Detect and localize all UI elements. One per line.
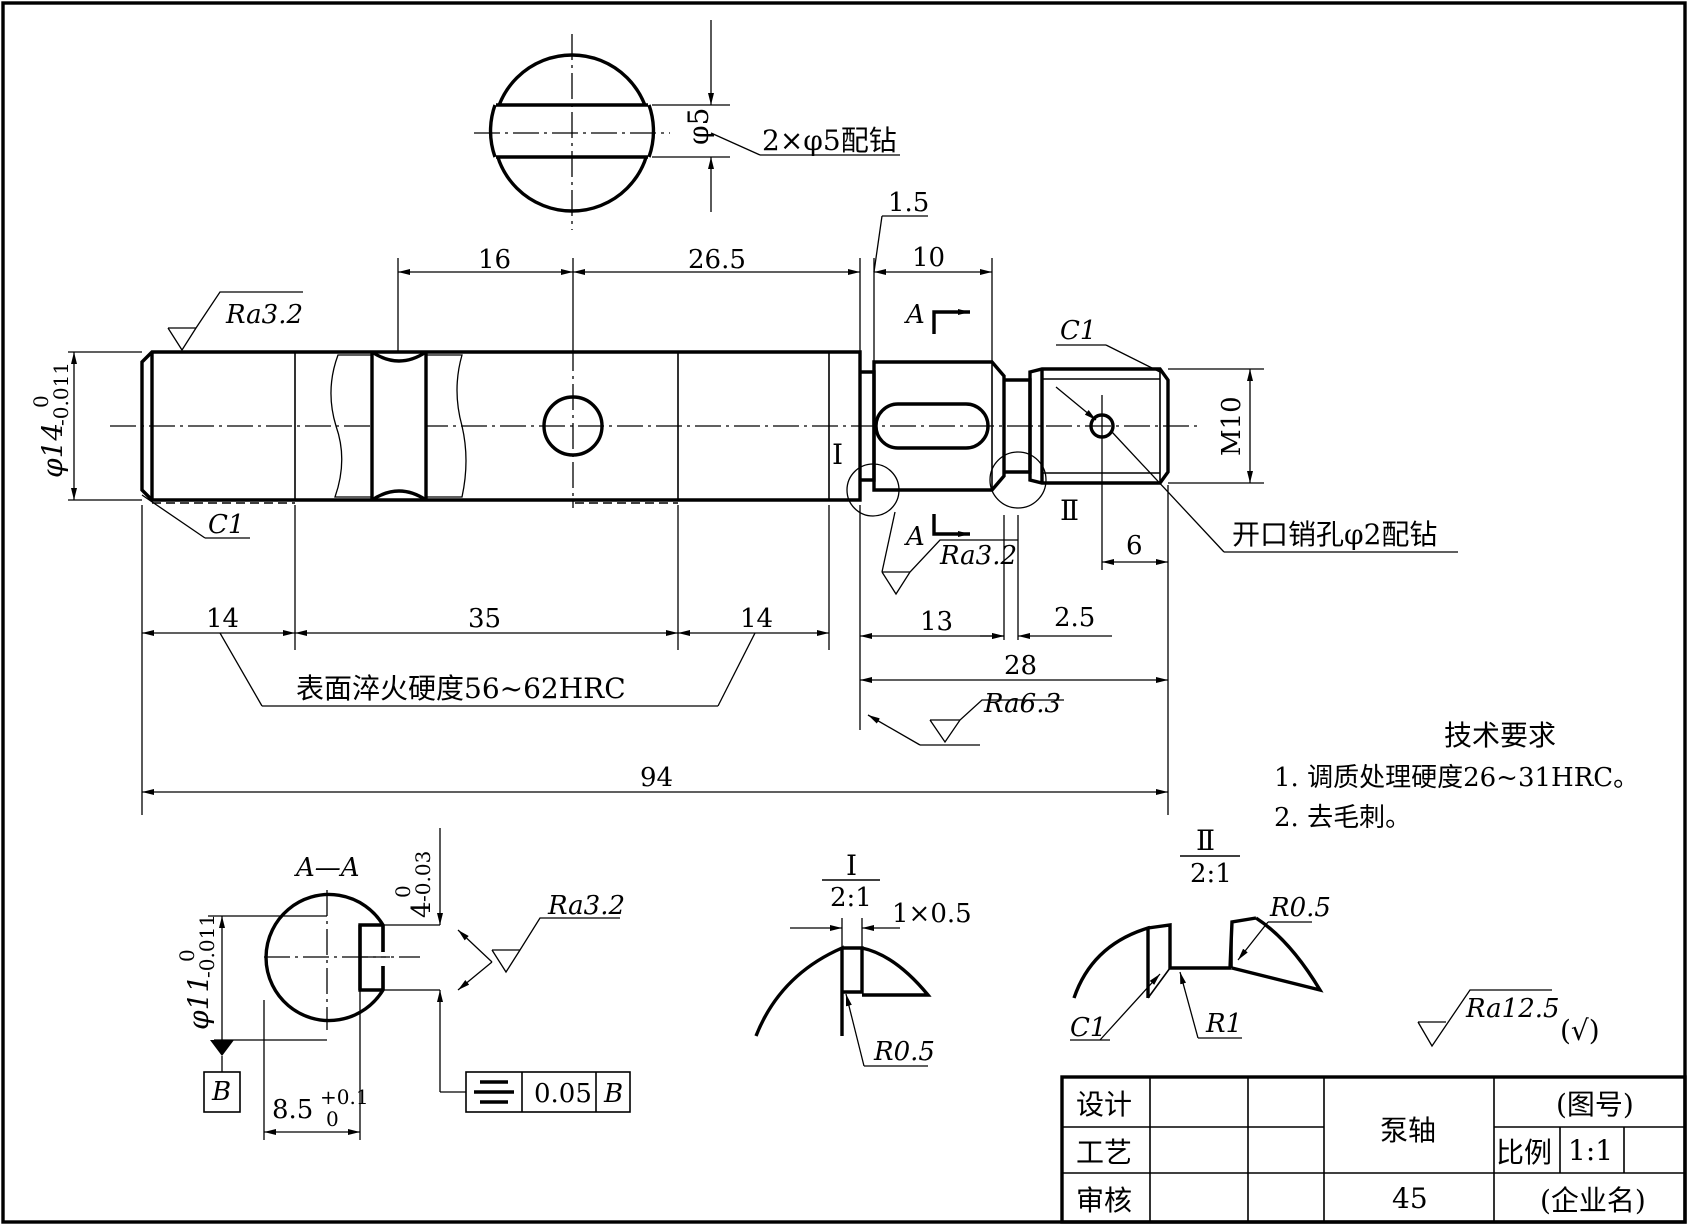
detail-1-view: Ⅰ 2:1 1×0.5 R0.5 bbox=[754, 849, 972, 1067]
tech-requirements: 技术要求 1. 调质处理硬度26~31HRC。 2. 去毛刺。 bbox=[1274, 719, 1639, 833]
dim-m10: M10 bbox=[1217, 396, 1247, 456]
hardening-note: 表面淬火硬度56~62HRC bbox=[296, 672, 626, 705]
tb-design: 设计 bbox=[1076, 1088, 1132, 1121]
dim-28: 28 bbox=[1004, 651, 1037, 681]
section-aa-view: A—A 4 0 -0.03 Ra3.2 B φ11 bbox=[175, 828, 631, 1140]
tb-part-name: 泵轴 bbox=[1380, 1114, 1436, 1147]
dim-phi14: φ14 bbox=[36, 423, 69, 478]
detail-1-radius: R0.5 bbox=[873, 1037, 935, 1067]
top-phi5-label: φ5 bbox=[682, 108, 715, 145]
title-block: 设计 工艺 审核 泵轴 45 (图号) 比例 1:1 (企业名) bbox=[1060, 1075, 1687, 1224]
tech-req-item-1: 1. 调质处理硬度26~31HRC。 bbox=[1274, 763, 1639, 793]
aa-depth-up: +0.1 bbox=[320, 1085, 369, 1109]
aa-tol-ref: B bbox=[603, 1079, 623, 1109]
detail-2-label: Ⅱ bbox=[1196, 824, 1215, 857]
dim-2-5: 2.5 bbox=[1054, 603, 1095, 633]
tb-material: 45 bbox=[1392, 1182, 1428, 1215]
detail-2-radius-a: R0.5 bbox=[1269, 893, 1331, 923]
dim-35: 35 bbox=[468, 604, 501, 634]
top-section-view: φ5 2×φ5配钻 bbox=[474, 20, 900, 230]
dim-94: 94 bbox=[640, 763, 673, 793]
aa-datum-b: B bbox=[211, 1077, 231, 1107]
tb-scale-value: 1:1 bbox=[1568, 1134, 1613, 1167]
section-mark-a-bot: A bbox=[904, 522, 925, 552]
chamfer-c1-top: C1 bbox=[1060, 316, 1096, 346]
dim-phi14-tol-dn: -0.011 bbox=[49, 362, 73, 426]
aa-tol-value: 0.05 bbox=[534, 1079, 592, 1109]
detail-2-c1: C1 bbox=[1070, 1013, 1106, 1043]
tb-review: 审核 bbox=[1076, 1184, 1132, 1217]
detail-2-view: Ⅱ 2:1 R0.5 C1 R1 bbox=[1070, 824, 1331, 1043]
tech-req-item-2: 2. 去毛刺。 bbox=[1274, 803, 1411, 833]
main-shaft-view bbox=[110, 345, 1200, 570]
aa-key-width-up: 0 bbox=[391, 885, 415, 898]
dim-14-left: 14 bbox=[206, 604, 239, 634]
pin-hole-note: 开口销孔φ2配钻 bbox=[1232, 518, 1437, 551]
aa-key-width: 4 bbox=[407, 901, 437, 918]
ra-middle: Ra3.2 bbox=[939, 541, 1017, 571]
detail-2-radius-b: R1 bbox=[1205, 1009, 1242, 1039]
tb-company: (企业名) bbox=[1540, 1184, 1646, 1217]
tech-req-title: 技术要求 bbox=[1444, 719, 1556, 752]
aa-depth-dn: 0 bbox=[326, 1107, 339, 1131]
dim-10: 10 bbox=[912, 243, 945, 273]
dim-16: 16 bbox=[478, 245, 511, 275]
detail-1-chamfer: 1×0.5 bbox=[892, 899, 972, 929]
section-mark-a-top: A bbox=[904, 300, 925, 330]
general-roughness: Ra12.5 (√) bbox=[1417, 989, 1600, 1048]
tb-scale-label: 比例 bbox=[1496, 1136, 1552, 1169]
tb-drawing-no: (图号) bbox=[1556, 1088, 1634, 1121]
drill-note: 2×φ5配钻 bbox=[762, 124, 897, 157]
ra-section: Ra3.2 bbox=[547, 891, 625, 921]
aa-depth: 8.5 bbox=[272, 1095, 313, 1125]
detail-1-scale: 2:1 bbox=[830, 883, 872, 913]
dim-phi14-tol-up: 0 bbox=[29, 395, 53, 408]
tb-process: 工艺 bbox=[1076, 1136, 1132, 1169]
aa-key-width-dn: -0.03 bbox=[411, 851, 435, 902]
ra-bottom: Ra6.3 bbox=[983, 689, 1061, 719]
view-label-1: Ⅰ bbox=[832, 438, 843, 471]
chamfer-c1-left: C1 bbox=[208, 510, 244, 540]
detail-2-scale: 2:1 bbox=[1190, 859, 1232, 889]
dim-13: 13 bbox=[920, 607, 953, 637]
aa-phi11-up: 0 bbox=[175, 949, 199, 962]
general-ra: Ra12.5 bbox=[1465, 994, 1560, 1024]
ra-top-left: Ra3.2 bbox=[225, 300, 303, 330]
dim-1-5: 1.5 bbox=[888, 188, 929, 218]
aa-phi11-dn: -0.011 bbox=[195, 914, 219, 978]
aa-phi11: φ11 bbox=[182, 975, 215, 1030]
dim-6: 6 bbox=[1126, 531, 1143, 561]
general-ra-symbol: (√) bbox=[1560, 1014, 1600, 1047]
section-aa-title: A—A bbox=[294, 853, 360, 883]
view-label-2: Ⅱ bbox=[1060, 494, 1079, 527]
detail-1-label: Ⅰ bbox=[846, 849, 857, 882]
dim-14-right: 14 bbox=[740, 604, 773, 634]
dim-26-5: 26.5 bbox=[688, 245, 746, 275]
main-dimensions: 16 26.5 10 1.5 φ14 0 -0.011 Ra3.2 C1 bbox=[29, 188, 1458, 815]
